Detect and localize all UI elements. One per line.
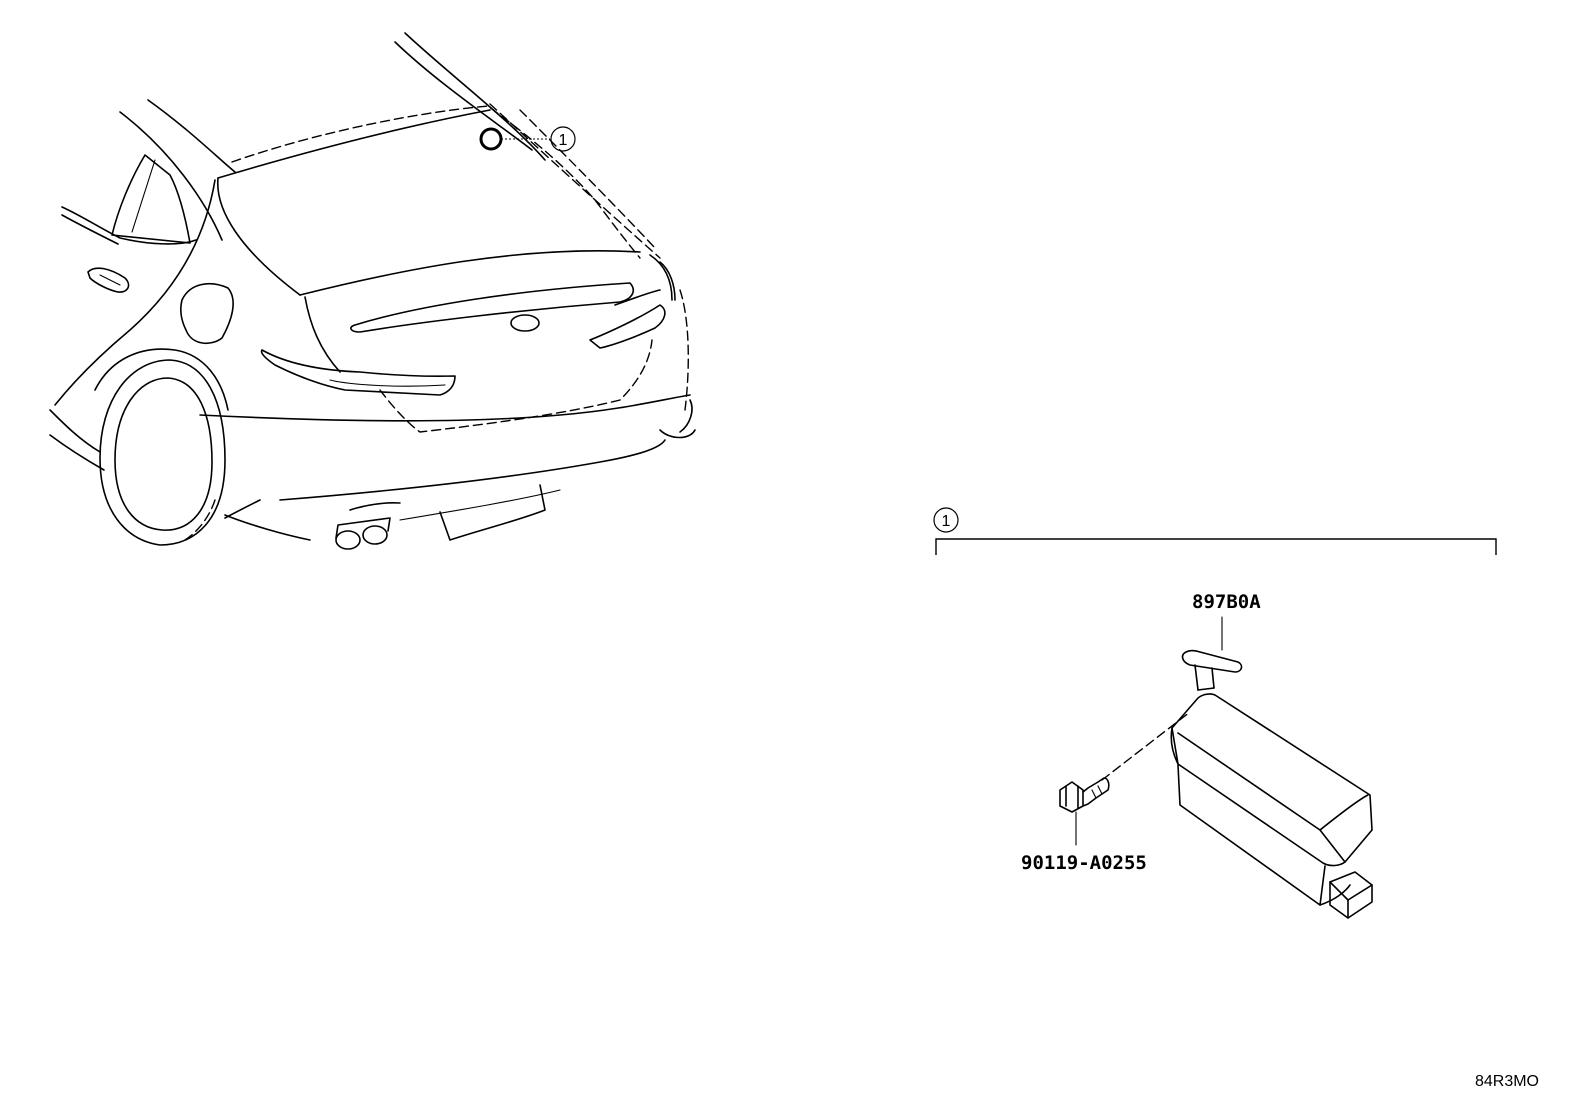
callout-marker-detail: 1 bbox=[933, 507, 959, 533]
callout-number-detail: 1 bbox=[942, 513, 951, 530]
car-rear-view-illustration bbox=[49, 32, 696, 550]
sensor-location-marker bbox=[479, 127, 503, 151]
callout-marker-car: 1 bbox=[550, 126, 576, 152]
group-bracket bbox=[935, 538, 1497, 555]
control-module-illustration bbox=[1170, 649, 1373, 919]
bolt-illustration bbox=[1059, 777, 1110, 813]
part-number-module: 897B0A bbox=[1192, 591, 1261, 613]
callout-number-car: 1 bbox=[559, 132, 568, 149]
drawing-code: 84R3MO bbox=[1475, 1073, 1539, 1090]
part-number-bolt: 90119-A0255 bbox=[1021, 852, 1147, 874]
